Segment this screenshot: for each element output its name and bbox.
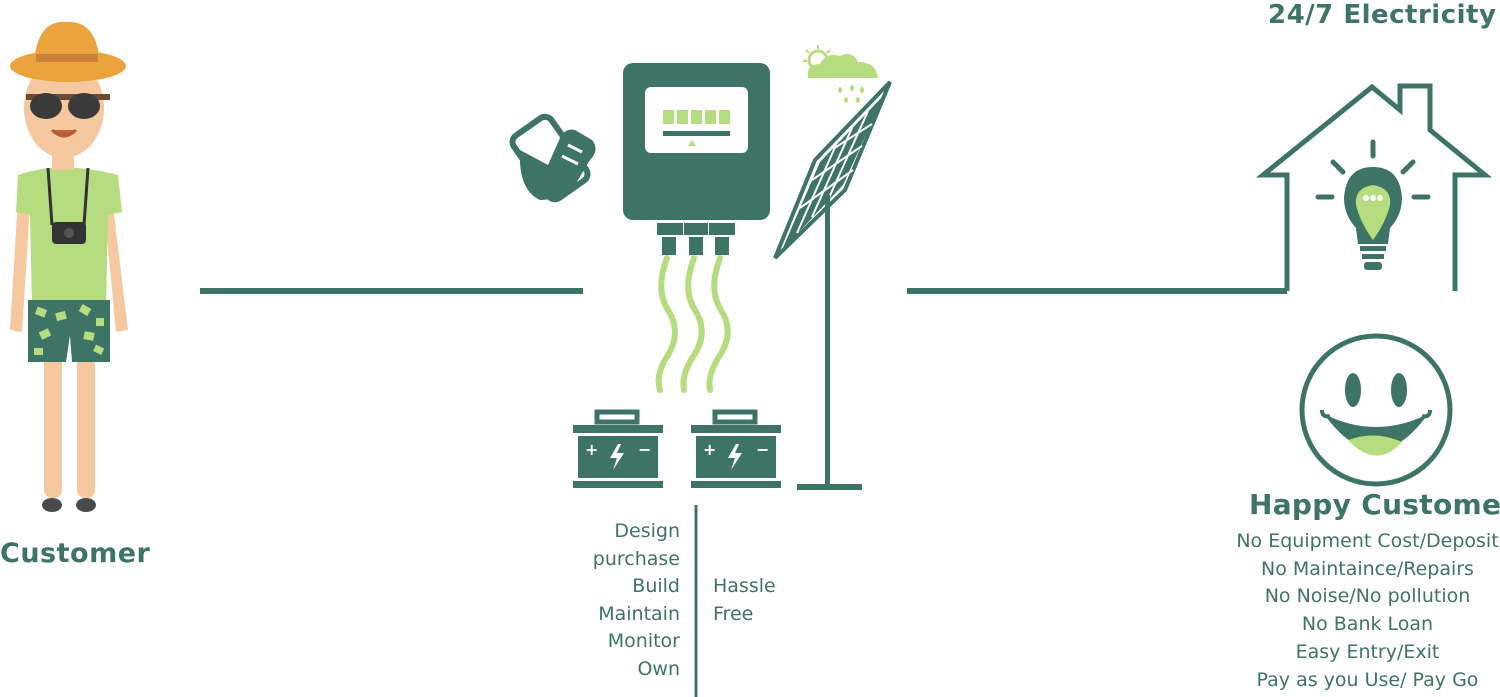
customer-label: Customer [0,538,151,569]
benefit-item: Easy Entry/Exit [1295,640,1440,663]
meter-wires [655,255,731,393]
hassle-free-label: Hassle Free [713,573,776,628]
svg-text:+: + [703,440,716,459]
solar-panel-icon [773,80,892,490]
service-item: Design [614,520,680,542]
house-icon [1255,83,1493,291]
benefit-item: No Bank Loan [1301,613,1434,636]
svg-text:−: − [756,440,769,459]
electricity-title: 24/7 Electricity [1268,0,1497,30]
service-item: Build [632,575,680,598]
smart-meter-icon [623,63,770,255]
smiley-face-icon [1299,333,1453,487]
hassle-line: Hassle [713,575,776,597]
benefit-item: No Equipment Cost/Deposit [1236,530,1499,552]
service-item: purchase [592,547,680,570]
service-item: Monitor [607,630,680,653]
service-item: Maintain [598,602,680,625]
benefit-item: No Maintaince/Repairs [1261,557,1474,580]
svg-text:+: + [585,440,598,459]
svg-text:−: − [638,440,651,459]
services-list: Design purchase Build Maintain Monitor O… [560,518,680,684]
customer-person-icon [10,21,128,512]
cloud-sun-rain-icon [803,45,878,103]
light-bulb-icon [1315,139,1431,270]
happy-customer-title: Happy Customer [1249,488,1500,521]
battery-icon: + − [573,409,663,488]
benefit-item: Pay as you Use/ Pay Go [1256,668,1479,691]
phone-in-hand-icon [509,113,596,203]
benefits-list: No Equipment Cost/Deposit No Maintaince/… [1225,528,1500,694]
service-item: Own [637,657,680,680]
hassle-line: Free [713,602,754,625]
benefit-item: No Noise/No pollution [1264,585,1471,608]
battery-icon: + − [691,409,781,488]
